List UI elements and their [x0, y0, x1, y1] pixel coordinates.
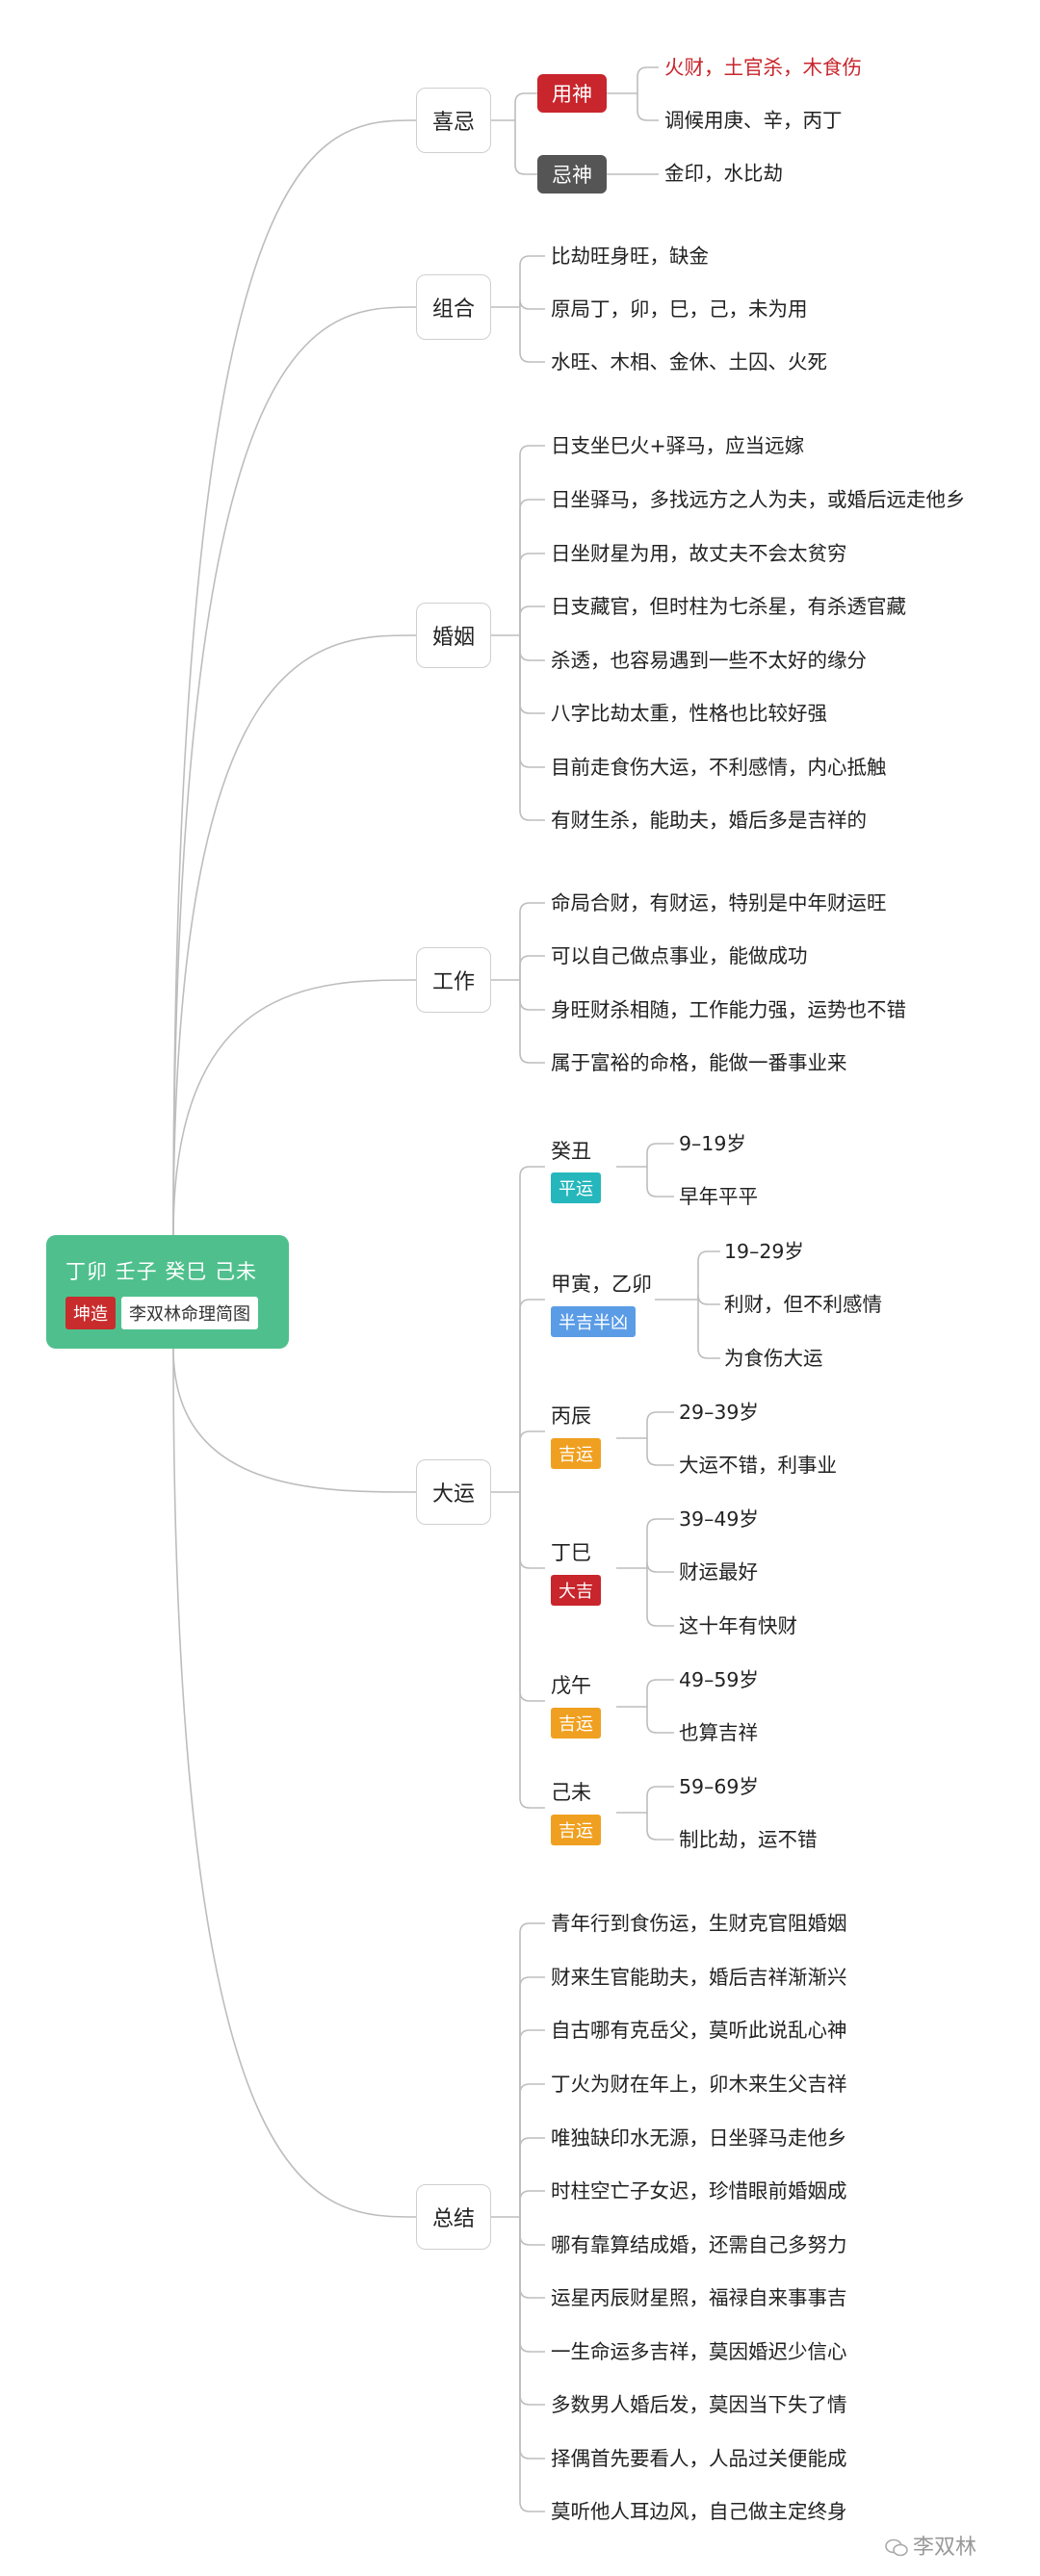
dayun-period-item: 为食伤大运 [724, 1347, 823, 1370]
dayun-period-name: 己未 [551, 1781, 591, 1804]
category-gongzuo[interactable]: 工作 [416, 947, 491, 1013]
jishen-item: 金印，水比劫 [664, 162, 783, 185]
category-zongjie[interactable]: 总结 [416, 2184, 491, 2250]
hunyin-item: 有财生杀，能助夫，婚后多是吉祥的 [551, 809, 867, 832]
jishen-pill[interactable]: 忌神 [537, 155, 607, 193]
zongjie-item: 丁火为财在年上，卯木来生父吉祥 [551, 2073, 847, 2096]
hunyin-item: 日支坐巳火+驿马，应当远嫁 [551, 434, 805, 457]
category-hunyin[interactable]: 婚姻 [416, 603, 491, 668]
category-xiji[interactable]: 喜忌 [416, 88, 491, 153]
zongjie-item: 自古哪有克岳父，莫听此说乱心神 [551, 2019, 847, 2042]
dayun-period-item: 也算吉祥 [679, 1721, 758, 1744]
dayun-period-item: 9–19岁 [679, 1132, 746, 1155]
watermark-text: 李双林 [913, 2536, 977, 2560]
zongjie-item: 财来生官能助夫，婚后吉祥渐渐兴 [551, 1966, 847, 1989]
zongjie-item: 择偶首先要看人，人品过关便能成 [551, 2447, 847, 2470]
zongjie-item: 一生命运多吉祥，莫因婚迟少信心 [551, 2340, 847, 2363]
hunyin-item: 日支藏官，但时柱为七杀星，有杀透官藏 [551, 595, 906, 618]
hunyin-item: 日坐驿马，多找远方之人为夫，或婚后远走他乡 [551, 488, 966, 511]
dayun-period-name: 甲寅，乙卯 [551, 1273, 652, 1296]
zongjie-item: 多数男人婚后发，莫因当下失了情 [551, 2393, 847, 2416]
wechat-icon [885, 2538, 908, 2557]
hunyin-item: 杀透，也容易遇到一些不太好的缘分 [551, 649, 867, 672]
gongzuo-item: 可以自己做点事业，能做成功 [551, 944, 808, 967]
category-zuhe[interactable]: 组合 [416, 274, 491, 340]
hunyin-item: 八字比劫太重，性格也比较好强 [551, 702, 827, 725]
dayun-period-item: 财运最好 [679, 1560, 758, 1584]
hunyin-item: 目前走食伤大运，不利感情，内心抵触 [551, 756, 887, 779]
dayun-period-name: 戊午 [551, 1674, 591, 1697]
dayun-period-item: 29–39岁 [679, 1401, 759, 1424]
dayun-period-name: 癸丑 [551, 1140, 591, 1163]
zongjie-item: 时柱空亡子女迟，珍惜眼前婚姻成 [551, 2179, 847, 2202]
dayun-period-item: 这十年有快财 [679, 1614, 797, 1637]
watermark: 李双林 [884, 2530, 976, 2561]
gongzuo-item: 命局合财，有财运，特别是中年财运旺 [551, 891, 887, 914]
zongjie-item: 青年行到食伤运，生财克官阻婚姻 [551, 1912, 847, 1935]
zuhe-item: 原局丁，卯，巳，己，未为用 [551, 297, 808, 321]
yongshen-item: 调候用庚、辛，丙丁 [664, 109, 843, 132]
zongjie-item: 莫听他人耳边风，自己做主定终身 [551, 2500, 847, 2523]
yongshen-item: 火财，土官杀，木食伤 [664, 56, 862, 79]
root-node[interactable]: 丁卯 壬子 癸巳 己未 坤造 李双林命理简图 [46, 1235, 289, 1349]
dayun-period-item: 早年平平 [679, 1185, 758, 1208]
dayun-period-item: 19–29岁 [724, 1240, 804, 1263]
category-dayun[interactable]: 大运 [416, 1459, 491, 1525]
zongjie-item: 唯独缺印水无源，日坐驿马走他乡 [551, 2126, 847, 2150]
hunyin-item: 日坐财星为用，故丈夫不会太贫穷 [551, 542, 847, 565]
gongzuo-item: 身旺财杀相随，工作能力强，运势也不错 [551, 998, 906, 1021]
root-title: 丁卯 壬子 癸巳 己未 [65, 1260, 258, 1283]
zongjie-item: 哪有靠算结成婚，还需自己多努力 [551, 2233, 847, 2256]
dayun-period-item: 49–59岁 [679, 1668, 759, 1691]
dayun-period-badge: 大吉 [551, 1575, 601, 1606]
dayun-period-badge: 半吉半凶 [551, 1306, 636, 1337]
dayun-period-badge: 吉运 [551, 1815, 601, 1845]
dayun-period-badge: 吉运 [551, 1438, 601, 1469]
root-tag-name: 李双林命理简图 [121, 1297, 258, 1329]
dayun-period-badge: 吉运 [551, 1708, 601, 1739]
dayun-period-name: 丙辰 [551, 1404, 591, 1428]
dayun-period-item: 39–49岁 [679, 1507, 759, 1531]
dayun-period-item: 利财，但不利感情 [724, 1293, 882, 1316]
zuhe-item: 比劫旺身旺，缺金 [551, 245, 709, 268]
dayun-period-item: 制比劫，运不错 [679, 1828, 818, 1851]
yongshen-pill[interactable]: 用神 [537, 74, 607, 113]
dayun-period-item: 59–69岁 [679, 1775, 759, 1798]
dayun-period-item: 大运不错，利事业 [679, 1454, 837, 1477]
root-tag-kunzao: 坤造 [65, 1297, 116, 1329]
gongzuo-item: 属于富裕的命格，能做一番事业来 [551, 1051, 847, 1074]
dayun-period-name: 丁巳 [551, 1541, 591, 1564]
zuhe-item: 水旺、木相、金休、土囚、火死 [551, 350, 827, 374]
dayun-period-badge: 平运 [551, 1172, 601, 1203]
zongjie-item: 运星丙辰财星照，福禄自来事事吉 [551, 2286, 847, 2309]
